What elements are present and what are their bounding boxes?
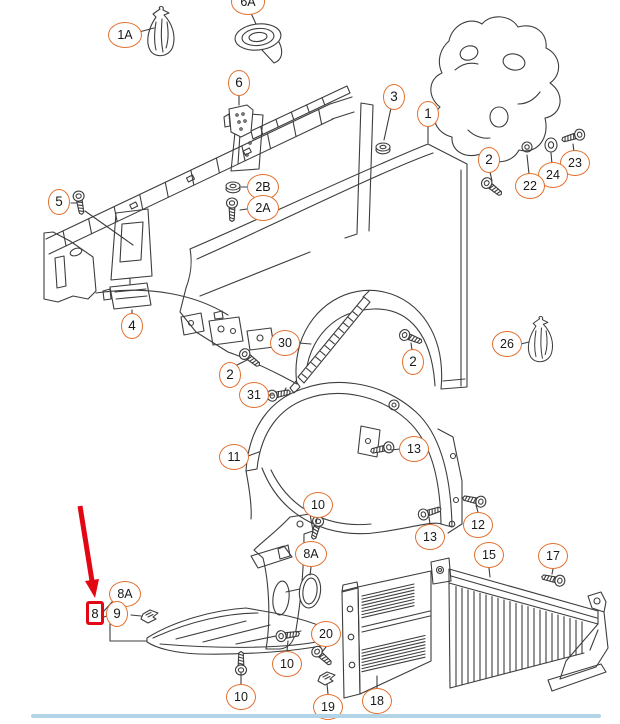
callout-26[interactable]: 26	[492, 331, 522, 357]
callout-30[interactable]: 30	[270, 330, 300, 356]
callout-10-strut[interactable]: 10	[303, 492, 333, 518]
horizontal-scrollbar[interactable]	[31, 714, 601, 718]
callout-4[interactable]: 4	[121, 313, 143, 339]
callout-18[interactable]: 18	[362, 688, 392, 714]
callout-5[interactable]: 5	[48, 189, 70, 215]
callout-17[interactable]: 17	[538, 543, 568, 569]
callout-13-liner-top[interactable]: 13	[399, 436, 429, 462]
callout-10-pan-side[interactable]: 10	[272, 651, 302, 677]
callout-2-fender-top[interactable]: 2	[478, 147, 500, 173]
callout-12[interactable]: 12	[463, 512, 493, 538]
callout-11[interactable]: 11	[219, 444, 249, 470]
callout-6[interactable]: 6	[228, 70, 250, 96]
callout-9[interactable]: 9	[106, 601, 128, 627]
callout-2a[interactable]: 2A	[247, 195, 279, 221]
callout-15[interactable]: 15	[474, 542, 504, 568]
callout-10-pan-bottom[interactable]: 10	[226, 684, 256, 710]
highlighted-part-number-8[interactable]: 8	[86, 601, 104, 625]
callout-3[interactable]: 3	[383, 84, 405, 110]
callout-1a[interactable]: 1A	[108, 22, 142, 48]
callout-1[interactable]: 1	[417, 101, 439, 127]
callout-31[interactable]: 31	[239, 382, 269, 408]
callout-2-frame[interactable]: 2	[219, 362, 241, 388]
callout-6a[interactable]: 6A	[231, 0, 265, 15]
callout-8a-grommet[interactable]: 8A	[295, 541, 327, 567]
callout-2-fender-arch[interactable]: 2	[402, 349, 424, 375]
callout-13-liner-bottom[interactable]: 13	[415, 524, 445, 550]
callout-22[interactable]: 22	[515, 173, 545, 199]
callout-20[interactable]: 20	[311, 621, 341, 647]
